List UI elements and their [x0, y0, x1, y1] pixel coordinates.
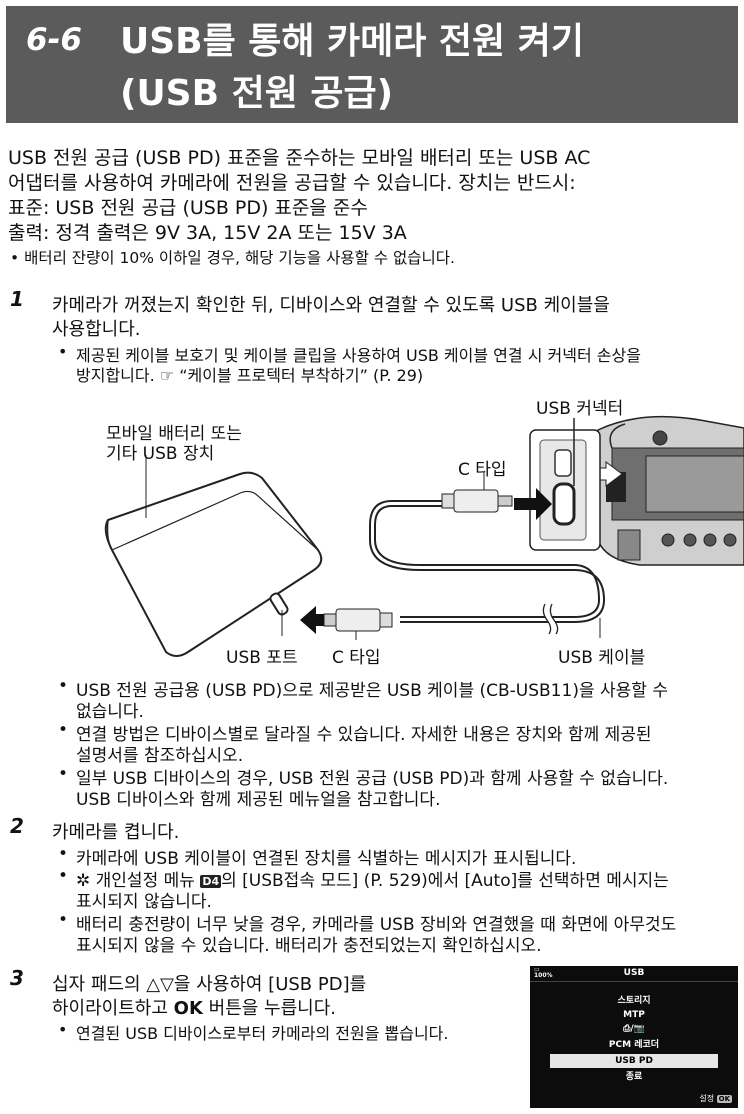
- camera-menu-footer: 설정 OK: [699, 1093, 732, 1104]
- usb-connection-diagram: [104, 415, 744, 657]
- section-header: 6-6 USB를 통해 카메라 전원 켜기 (USB 전원 공급): [6, 6, 738, 123]
- step1-bullet1-line1: •제공된 케이블 보호기 및 케이블 클립을 사용하여 USB 케이블 연결 시…: [58, 342, 641, 365]
- step2-bullet3-line1: •배터리 충전량이 너무 낮을 경우, 카메라를 USB 장비와 연결했을 때 …: [58, 910, 677, 935]
- custom-menu-gear-icon: ✲: [76, 871, 91, 891]
- label-device-line1: 모바일 배터리 또는: [106, 424, 242, 444]
- step2-bullet2-line2: 표시되지 않습니다.: [76, 892, 212, 912]
- step2-bullet2-pre: 개인설정 메뉴: [90, 871, 201, 891]
- diagram-note2-line1: •연결 방법은 디바이스별로 달라질 수 있습니다. 자세한 내용은 장치와 함…: [58, 720, 652, 745]
- mobile-battery-illustration: [104, 455, 323, 657]
- label-device-line2: 기타 USB 장치: [106, 444, 215, 464]
- intro-note-text: 배터리 잔량이 10% 이하일 경우, 해당 기능을 사용할 수 없습니다.: [24, 249, 455, 267]
- section-title-line2: (USB 전원 공급): [120, 73, 394, 114]
- label-c-type-top: C 타입: [458, 460, 507, 480]
- intro-line1: USB 전원 공급 (USB PD) 표준을 준수하는 모바일 배터리 또는 U…: [8, 147, 591, 169]
- step2-bullet3-line2: 표시되지 않을 수 있습니다. 배터리가 충전되었는지 확인하십시오.: [76, 936, 542, 956]
- step3-line1: 십자 패드의 △▽을 사용하여 [USB PD]를: [52, 974, 367, 995]
- step3-bullet1-text: 연결된 USB 디바이스로부터 카메라의 전원을 뽑습니다.: [76, 1024, 449, 1043]
- step2-number: 2: [10, 814, 24, 838]
- ok-button-icon: OK: [173, 998, 203, 1019]
- step1-bullet1-line2: 방지합니다. ☞ “케이블 프로텍터 부착하기” (P. 29): [76, 362, 423, 386]
- menu-item-storage[interactable]: 스토리지: [617, 996, 651, 1006]
- step2-bullet1-text: 카메라에 USB 케이블이 연결된 장치를 식별하는 메시지가 표시됩니다.: [76, 849, 577, 869]
- step3-bullet1: •연결된 USB 디바이스로부터 카메라의 전원을 뽑습니다.: [58, 1020, 449, 1043]
- footer-set-label: 설정: [699, 1094, 715, 1103]
- menu-item-exit[interactable]: 종료: [625, 1072, 643, 1082]
- menu-item-mtp[interactable]: MTP: [623, 1010, 645, 1020]
- battery-level: 100%: [534, 972, 553, 979]
- camera-usb-menu: ▭100% USB 스토리지 MTP ⎙/📷 PCM 레코더 USB PD 종료…: [530, 966, 738, 1108]
- menu-item-usb-pd[interactable]: USB PD: [550, 1054, 718, 1068]
- step1-number: 1: [10, 287, 24, 311]
- step3-line2: 하이라이트하고 OK 버튼을 누릅니다.: [52, 994, 336, 1020]
- label-usb-port: USB 포트: [226, 648, 298, 668]
- diagram-note2-line2: 설명서를 참조하십시오.: [76, 746, 244, 766]
- section-title-line1: USB를 통해 카메라 전원 켜기: [120, 21, 584, 62]
- step2-bullet1: •카메라에 USB 케이블이 연결된 장치를 식별하는 메시지가 표시됩니다.: [58, 844, 577, 869]
- diagram-note1-line2: 없습니다.: [76, 702, 144, 722]
- cable-protector-reference-link[interactable]: “케이블 프로텍터 부착하기” (P. 29): [179, 366, 424, 385]
- intro-note: • 배터리 잔량이 10% 이하일 경우, 해당 기능을 사용할 수 없습니다.: [10, 249, 455, 267]
- intro-line2: 어댑터를 사용하여 카메라에 전원을 공급할 수 있습니다. 장치는 반드시:: [8, 172, 576, 194]
- c-type-plug-bottom: [323, 608, 393, 640]
- diagram-note1-text: USB 전원 공급용 (USB PD)으로 제공받은 USB 케이블 (CB-U…: [76, 681, 668, 701]
- step3-line2-pre: 하이라이트하고: [52, 998, 174, 1019]
- step3-number: 3: [10, 966, 24, 990]
- label-c-type-bottom: C 타입: [332, 648, 381, 668]
- step1-bullet1-text: 제공된 케이블 보호기 및 케이블 클립을 사용하여 USB 케이블 연결 시 …: [76, 346, 641, 365]
- step3-line2-post: 버튼을 누릅니다.: [202, 998, 336, 1019]
- step1-line1: 카메라가 꺼졌는지 확인한 뒤, 디바이스와 연결할 수 있도록 USB 케이블…: [52, 295, 610, 316]
- usb-connector-closeup: [529, 418, 601, 551]
- intro-line3: 표준: USB 전원 공급 (USB PD) 표준을 준수: [8, 197, 368, 219]
- menu-d4-icon: D4: [200, 875, 222, 888]
- menu-item-pcm-recorder[interactable]: PCM 레코더: [608, 1040, 660, 1050]
- diagram-note2-text: 연결 방법은 디바이스별로 달라질 수 있습니다. 자세한 내용은 장치와 함께…: [76, 725, 652, 745]
- c-type-plug-top: [441, 472, 513, 513]
- step2-bullet2-post: 의 [USB접속 모드] (P. 529)에서 [Auto]를 선택하면 메시지…: [221, 871, 669, 891]
- intro-line4: 출력: 정격 출력은 9V 3A, 15V 2A 또는 15V 3A: [8, 222, 407, 244]
- diagram-note1-line1: •USB 전원 공급용 (USB PD)으로 제공받은 USB 케이블 (CB-…: [58, 676, 668, 701]
- label-usb-cable: USB 케이블: [558, 648, 646, 668]
- label-usb-connector: USB 커넥터: [536, 399, 624, 419]
- step2-bullet3-text: 배터리 충전량이 너무 낮을 경우, 카메라를 USB 장비와 연결했을 때 화…: [76, 915, 677, 935]
- diagram-note3-line1: •일부 USB 디바이스의 경우, USB 전원 공급 (USB PD)과 함께…: [58, 764, 669, 789]
- diagram-note3-text: 일부 USB 디바이스의 경우, USB 전원 공급 (USB PD)과 함께 …: [76, 769, 669, 789]
- camera-illustration: [587, 415, 744, 566]
- page-reference-icon: ☞: [159, 366, 175, 385]
- battery-indicator: ▭100%: [534, 966, 553, 979]
- diagram-note3-line2: USB 디바이스와 함께 제공된 메뉴얼을 참고합니다.: [76, 790, 441, 810]
- section-title: USB를 통해 카메라 전원 켜기 (USB 전원 공급): [120, 16, 584, 120]
- step1-line2: 사용합니다.: [52, 319, 141, 340]
- section-number: 6-6: [26, 22, 83, 58]
- step1-bullet1-line2-text: 방지합니다.: [76, 366, 155, 385]
- menu-item-print-camera[interactable]: ⎙/📷: [623, 1024, 645, 1034]
- step2-line1: 카메라를 켭니다.: [52, 822, 180, 843]
- camera-menu-title: USB: [530, 966, 738, 982]
- footer-ok-icon: OK: [716, 1095, 732, 1103]
